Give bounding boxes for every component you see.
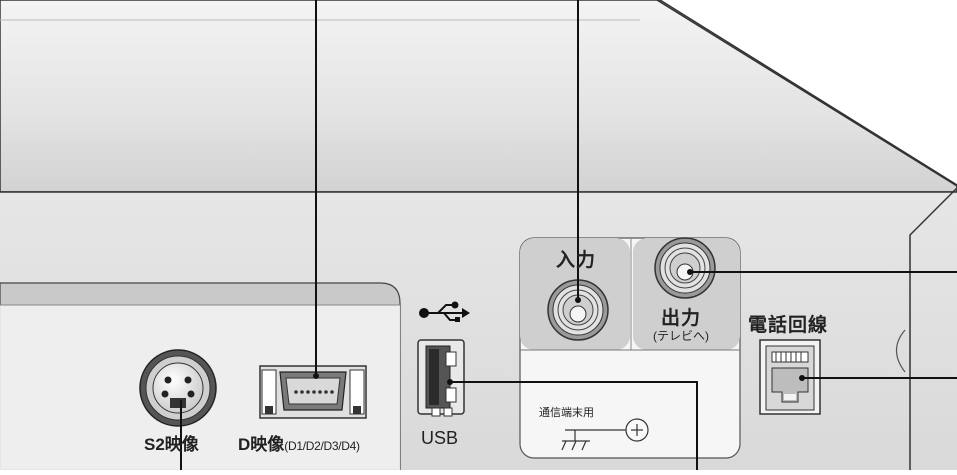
right-edge <box>909 187 957 470</box>
antenna-out-label: 出力 <box>661 308 702 329</box>
top-surface <box>0 0 957 193</box>
comm-terminal-label: 通信端末用 <box>539 407 594 419</box>
usb-icon <box>419 301 470 322</box>
antenna-out-connector <box>654 237 716 299</box>
d-video-main-label: D映像 <box>238 435 285 454</box>
d-video-connector <box>259 365 367 419</box>
antenna-out-sublabel: (テレビへ) <box>653 329 709 343</box>
s2-video-connector <box>139 349 217 427</box>
s2-video-label: S2映像 <box>144 435 199 454</box>
d-video-sub-label: (D1/D2/D3/D4) <box>284 439 360 453</box>
d-video-label: D映像(D1/D2/D3/D4) <box>238 430 360 455</box>
phone-line-label: 電話回線 <box>748 315 829 336</box>
usb-label: USB <box>421 428 459 448</box>
ground-symbol-icon <box>561 418 649 451</box>
antenna-in-label: 入力 <box>556 250 597 271</box>
usb-port <box>417 339 465 417</box>
callout-lines <box>180 0 957 470</box>
antenna-in-connector <box>547 279 609 341</box>
